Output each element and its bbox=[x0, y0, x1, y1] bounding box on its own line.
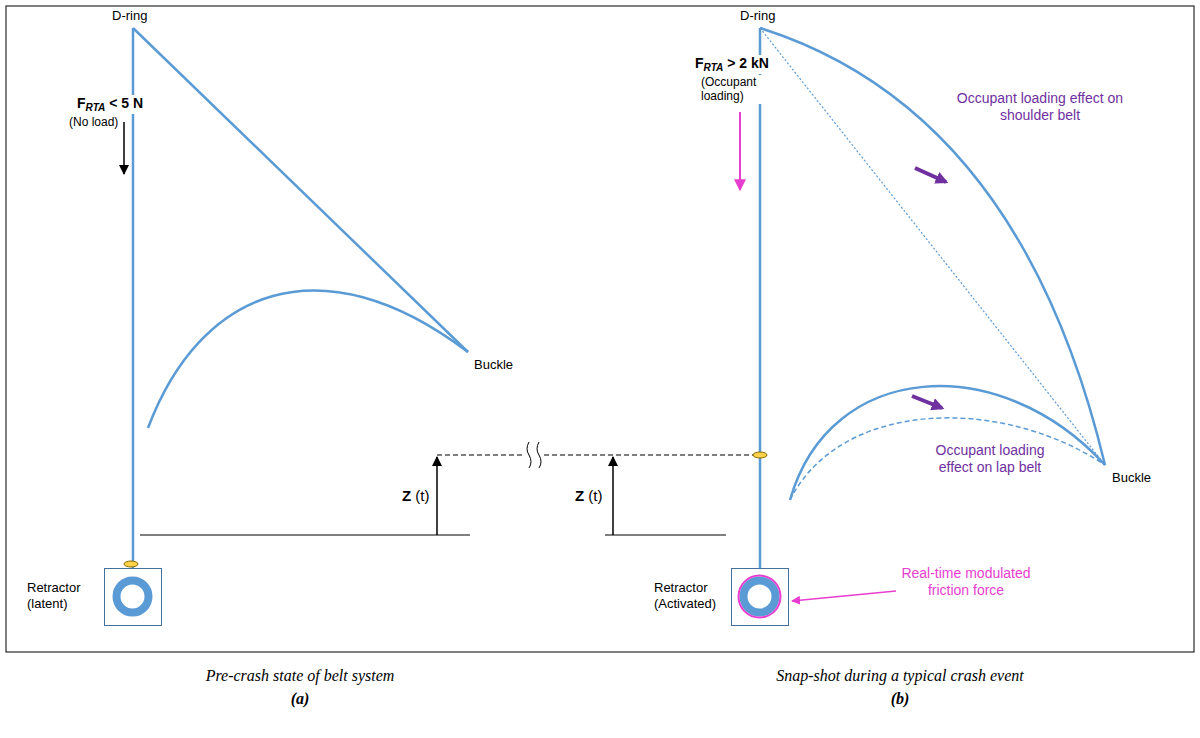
lap-belt-original bbox=[790, 418, 1105, 500]
part-label: D-ring bbox=[112, 8, 147, 24]
lap-belt bbox=[148, 290, 468, 428]
level-line bbox=[544, 455, 760, 456]
displacement-arrow bbox=[612, 457, 614, 535]
part-label: FRTA > 2 kN bbox=[694, 55, 770, 74]
retractor-housing: Retractor (Activated) bbox=[731, 568, 789, 626]
figure-caption: Snap-shot during a typical crash event bbox=[700, 666, 1100, 685]
reference-line bbox=[140, 535, 470, 536]
force-arrow bbox=[739, 112, 741, 190]
part-label: Buckle bbox=[1112, 470, 1151, 486]
break-mark bbox=[527, 442, 531, 468]
annotation-text: Occupant loading effect on lap belt bbox=[935, 442, 1045, 476]
part-label: Z (t) bbox=[402, 487, 430, 505]
annotation-text: Occupant loading effect on shoulder belt bbox=[945, 90, 1135, 124]
annotation-text: Real-time modulated friction force bbox=[900, 565, 1032, 599]
level-line bbox=[437, 455, 524, 456]
friction-ring bbox=[739, 576, 781, 618]
spool-ring bbox=[744, 581, 776, 613]
belt-marker bbox=[753, 452, 767, 458]
loading-arrow bbox=[915, 168, 946, 182]
loading-arrow bbox=[912, 396, 942, 408]
leader-arrow bbox=[792, 591, 896, 601]
part-label: D-ring bbox=[740, 8, 775, 24]
lap-belt-loaded bbox=[790, 386, 1105, 500]
figure-caption: (b) bbox=[700, 689, 1100, 708]
retractor-label: Retractor (Activated) bbox=[654, 580, 726, 613]
belt-marker bbox=[124, 561, 138, 567]
spool-ring bbox=[117, 581, 149, 613]
part-label: Z (t) bbox=[575, 487, 603, 505]
spool-symbol bbox=[732, 569, 787, 624]
retractor-belt-segment bbox=[759, 28, 762, 568]
part-label: FRTA < 5 N bbox=[76, 95, 144, 114]
figure-caption: (a) bbox=[100, 689, 500, 708]
figure-caption: Pre-crash state of belt system bbox=[100, 666, 500, 685]
reference-line bbox=[605, 535, 726, 536]
shoulder-belt bbox=[133, 28, 468, 352]
part-label: (Occupant loading) bbox=[700, 75, 774, 104]
spool-symbol bbox=[105, 569, 160, 624]
part-label: (No load) bbox=[68, 115, 119, 129]
part-label: Buckle bbox=[474, 357, 513, 373]
figure-frame bbox=[6, 6, 1194, 652]
displacement-arrow bbox=[436, 457, 438, 535]
retractor-housing: Retractor (latent) bbox=[104, 568, 162, 626]
force-arrow bbox=[123, 122, 125, 174]
retractor-label: Retractor (latent) bbox=[27, 580, 99, 613]
break-mark bbox=[537, 442, 541, 468]
